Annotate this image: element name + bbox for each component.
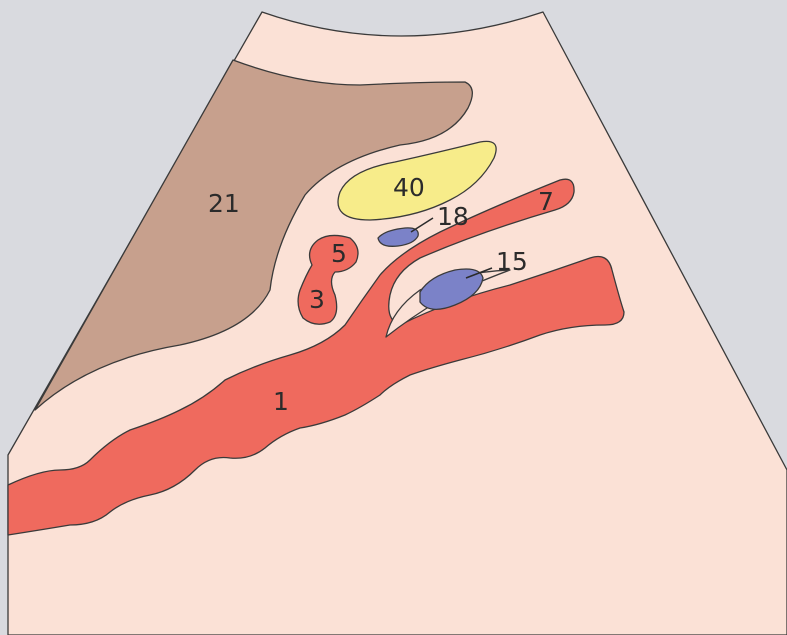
label-18: 18 [437,202,469,231]
label-40: 40 [393,173,425,202]
label-5: 5 [331,239,347,268]
label-15: 15 [496,247,528,276]
label-1: 1 [273,387,289,416]
label-21: 21 [208,189,240,218]
label-7: 7 [538,187,554,216]
label-3: 3 [309,285,325,314]
